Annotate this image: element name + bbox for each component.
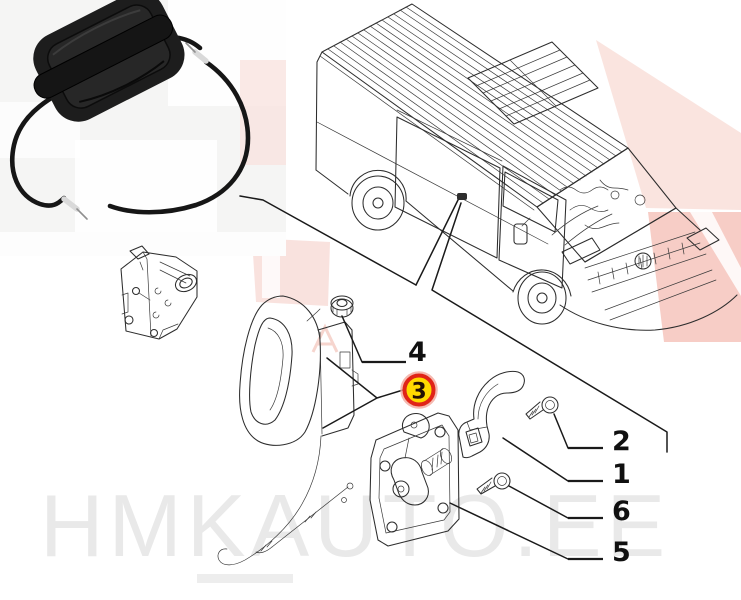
callout-labels: 4 2 1 6 5	[408, 337, 631, 568]
van-rear-wheel	[351, 175, 405, 231]
van-cowl	[584, 207, 701, 263]
photo-watermark-block	[75, 140, 217, 232]
handle-assembly-drawing	[217, 295, 359, 566]
handle-highlight	[52, 9, 141, 56]
logo-letter-a	[311, 323, 339, 353]
cable-end-fitting	[61, 196, 80, 212]
inner-cable	[255, 482, 354, 554]
van-sill-rear	[315, 169, 349, 195]
callout-3-circle	[402, 373, 436, 407]
van-gutter-line	[319, 55, 535, 211]
handle-grip-inner	[267, 327, 284, 411]
van-roof-ribs	[327, 6, 623, 204]
van-brand-badge	[634, 252, 652, 270]
door-handle-photo	[33, 0, 185, 122]
handle-pin	[306, 308, 321, 322]
callout-2: 2	[612, 426, 631, 457]
cable-end-wire	[185, 42, 196, 53]
watermark-fragment-bar	[197, 574, 293, 583]
callout-5: 5	[612, 537, 631, 568]
bracket-roller	[420, 448, 453, 476]
leader-2	[553, 413, 569, 449]
leader-6	[508, 485, 569, 519]
callout-6: 6	[612, 496, 631, 527]
leader-4	[341, 315, 363, 363]
van-rear-edge	[315, 51, 323, 171]
logo-shape-right	[648, 212, 741, 342]
van-roof	[321, 3, 629, 208]
van-rear-wheel-arch	[349, 169, 407, 202]
handle-grip-bar	[33, 14, 174, 99]
logo-shape-white-bar	[262, 246, 280, 298]
van-grille	[584, 231, 717, 321]
handle-release-cable	[217, 435, 322, 566]
callout-3: 3	[411, 380, 426, 405]
cable-end-wire	[76, 208, 88, 220]
screw-2-drawing	[525, 396, 559, 420]
van-sill-mid	[405, 200, 514, 292]
callout-1: 1	[612, 459, 631, 490]
van-belt-line	[316, 121, 549, 245]
lock-lever-tab	[129, 245, 150, 260]
bracket-pivot	[401, 413, 430, 439]
cable-end-fitting	[192, 49, 209, 64]
logo-shape-white-slash	[690, 212, 741, 296]
lever-drawing	[458, 370, 525, 459]
van-cab-door	[498, 165, 567, 289]
callout-4: 4	[408, 337, 427, 368]
callout-3-halo	[400, 371, 438, 409]
bowden-cable-left	[10, 75, 91, 208]
handle-shell	[239, 295, 321, 446]
logo-shape-top-right	[596, 40, 741, 210]
handle-grip	[249, 317, 293, 425]
van-front-wheel-arch	[512, 269, 572, 297]
van-roof-rack	[467, 41, 599, 125]
van-headlight-left	[561, 237, 601, 265]
bowden-cable-right	[107, 59, 251, 215]
van-sliding-door-handle	[457, 193, 467, 200]
leader-photo-to-parts	[239, 195, 417, 286]
handle-frame	[317, 321, 355, 437]
van-sliding-door	[394, 116, 501, 259]
leader-1	[502, 437, 569, 482]
handle-frame-detail	[319, 331, 359, 435]
lock-mechanism-drawing	[120, 245, 198, 340]
van-front-wheel	[517, 271, 567, 325]
van-wipers	[551, 205, 613, 246]
leader-5	[449, 502, 569, 560]
van-door-rail	[396, 109, 503, 162]
bracket-cam	[390, 457, 429, 506]
leader-3	[322, 357, 404, 429]
van-mirror	[513, 223, 528, 245]
product-photo	[0, 0, 286, 256]
site-watermark-text: HMKAUTO.EE	[40, 476, 670, 575]
van-mirror-stalk	[521, 217, 531, 227]
screw-6-drawing	[476, 472, 511, 495]
van-illustration	[315, 3, 738, 331]
leader-van-to-parts	[431, 202, 668, 453]
highlighted-callout-3: 3	[400, 371, 438, 409]
van-bumper	[559, 294, 738, 331]
nut-drawing	[330, 295, 354, 318]
handle-shadow	[79, 60, 165, 103]
leader-van-door	[415, 199, 459, 286]
van-engine-detail	[559, 179, 646, 229]
bracket-plate-drawing	[369, 412, 460, 547]
leader-lines	[239, 195, 668, 561]
van-headlight-right	[686, 227, 720, 251]
van-badge-bars	[638, 254, 648, 268]
lever-socket	[465, 427, 483, 447]
